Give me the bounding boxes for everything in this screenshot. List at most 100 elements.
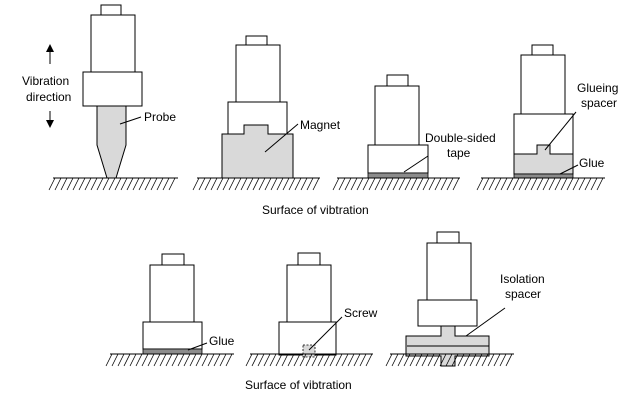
surface-hatch [335,353,343,367]
surface-hatch [183,353,191,367]
caption-top: Surface of vibtration [262,203,369,217]
surface-hatch [368,177,376,191]
surface-hatch [293,353,301,367]
caption-bottom: Surface of vibtration [245,378,352,392]
surface-hatch [78,177,86,191]
surface-hatch [192,177,200,191]
surface-hatch [386,177,394,191]
surface-hatch [359,353,367,367]
surface-hatch [270,177,278,191]
surface-hatch [245,353,253,367]
surface-hatch [590,177,598,191]
surface-hatch [469,353,477,367]
surface-hatch [518,177,526,191]
surface-hatch [48,177,56,191]
surface-hatch [153,353,161,367]
surface-hatch [195,353,203,367]
sensor-connector [531,44,554,57]
surface-hatch [240,177,248,191]
surface-hatch [117,353,125,367]
tape-label-1: Double-sided [425,131,496,145]
surface-hatch [162,177,170,191]
surface-hatch [177,353,185,367]
surface-hatch [168,177,176,191]
surface-hatch [344,177,352,191]
surface-hatch [225,353,233,367]
surface-hatch [512,177,520,191]
surface-hatch [54,177,62,191]
surface-hatch [347,353,355,367]
surface-hatch [159,353,167,367]
surface-hatch [493,353,501,367]
surface-hatch [566,177,574,191]
surface-hatch [213,353,221,367]
surface-hatch [120,177,128,191]
sensor-connector [100,4,122,17]
surface-hatch [421,353,429,367]
surface-hatch [391,353,399,367]
surface-hatch [165,353,173,367]
surface-hatch [329,353,337,367]
surface-hatch [287,353,295,367]
surface-hatch [446,177,454,191]
surface-hatch [578,177,586,191]
surface-hatch [350,177,358,191]
surface-hatch [353,353,361,367]
surface-hatch [269,353,277,367]
magnet-label: Magnet [300,118,341,132]
magnet-block [221,124,294,179]
surface-hatch [463,353,471,367]
sensor-upper-body [286,264,332,323]
isolation-spacer-leader-line [465,307,506,337]
surface-hatch [482,177,490,191]
sensor-connector [386,74,409,87]
surface-hatch [338,177,346,191]
surface-hatch [530,177,538,191]
surface-hatch [416,177,424,191]
surface-hatch [246,177,254,191]
surface-hatch [481,353,489,367]
surface-hatch [135,353,143,367]
surface-hatch [228,177,236,191]
probe-label: Probe [144,110,176,124]
surface-hatch [312,177,320,191]
surface-hatch [440,177,448,191]
surface-hatch [439,353,447,367]
glue-leader-line [559,164,579,175]
surface-hatch [147,353,155,367]
surface-hatch [536,177,544,191]
surface-hatch [487,353,495,367]
surface-hatch [252,177,260,191]
surface-hatch [542,177,550,191]
surface-hatch [422,177,430,191]
screw-leader-line [308,316,343,351]
probe-leader-line [119,116,142,125]
surface-hatch [434,177,442,191]
sensor-base [367,144,429,174]
surface-hatch [132,177,140,191]
surface-hatch [404,177,412,191]
surface-hatch [305,353,313,367]
surface-hatch [275,353,283,367]
vibration-surface-1 [48,177,178,191]
surface-hatch [123,353,131,367]
sensor-connector [297,252,321,266]
tape-label-2: tape [447,146,471,160]
surface-hatch [362,177,370,191]
sensor-upper-body [374,85,420,146]
surface-hatch [410,177,418,191]
surface-hatch [300,177,308,191]
sensor-base [417,299,478,327]
screw [302,344,316,358]
vibration-surface-6 [245,353,373,367]
surface-hatch [299,353,307,367]
vibration-surface-4 [476,177,605,191]
surface-hatch [398,177,406,191]
spacer-label-1: Glueing [577,81,618,95]
isolation-spacer-label-1: Isolation [500,272,545,286]
surface-hatch [311,353,319,367]
surface-hatch [494,177,502,191]
surface-hatch [141,353,149,367]
vibration-surface-3 [332,177,460,191]
